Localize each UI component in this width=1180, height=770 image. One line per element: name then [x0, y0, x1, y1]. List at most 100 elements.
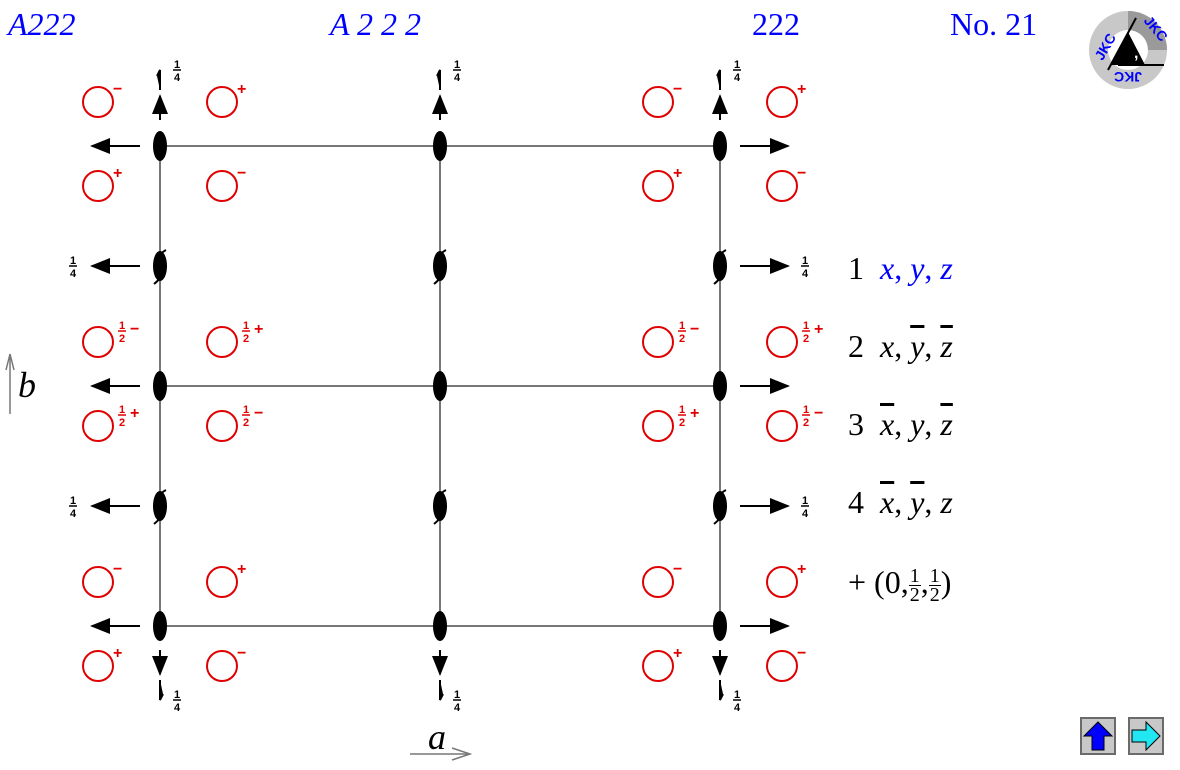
- twofold-axis-icon: [713, 371, 727, 401]
- atom-position: +: [206, 81, 246, 118]
- symmetry-operation-1: 1 x, y, z: [848, 250, 953, 286]
- fraction-label: 12: [118, 320, 126, 345]
- svg-text:4: 4: [70, 268, 77, 280]
- next-button[interactable]: [1128, 717, 1164, 755]
- atom-position: −: [206, 165, 246, 202]
- atom-position: −: [642, 81, 682, 118]
- svg-text:−: −: [797, 645, 806, 662]
- svg-text:−: −: [690, 321, 699, 338]
- svg-text:1: 1: [679, 404, 685, 416]
- fraction-label: 12: [678, 320, 686, 345]
- twofold-screw-axis-icon: [713, 249, 727, 285]
- atom-positions: −+−++−+−12−12+12−12+12+12−12+12−−+−++−+−: [82, 81, 823, 682]
- svg-text:−: −: [673, 561, 682, 578]
- svg-text:1: 1: [734, 689, 740, 701]
- atom-position: +: [642, 645, 682, 682]
- atom-position: −: [766, 645, 806, 682]
- fraction-label: 14: [69, 255, 77, 280]
- vertical-screw-arrow: [159, 680, 164, 701]
- fraction-label: 12: [802, 404, 810, 429]
- atom-position: +: [766, 81, 806, 118]
- svg-text:1: 1: [243, 320, 249, 332]
- symmetry-operation-3: 3 x, y, z: [848, 406, 953, 442]
- svg-text:1: 1: [802, 255, 808, 267]
- fraction-label: 14: [801, 495, 809, 520]
- symmetry-operation-2: 2 x, y, z: [848, 328, 953, 364]
- fraction-label: 14: [453, 689, 461, 714]
- svg-text:+: +: [237, 81, 246, 98]
- atom-position: +: [642, 165, 682, 202]
- svg-text:+: +: [690, 405, 699, 422]
- atom-position: 12−: [82, 320, 139, 358]
- up-arrow-icon: [1082, 721, 1114, 751]
- svg-text:1: 1: [174, 59, 180, 71]
- svg-text:+: +: [814, 321, 823, 338]
- svg-text:−: −: [814, 405, 823, 422]
- svg-text:1: 1: [174, 689, 180, 701]
- svg-text:−: −: [797, 165, 806, 182]
- twofold-axis-icon: [433, 611, 447, 641]
- svg-text:2: 2: [119, 417, 125, 429]
- svg-text:1: 1: [243, 404, 249, 416]
- twofold-axis-icon: [153, 611, 167, 641]
- fraction-label: 14: [173, 689, 181, 714]
- b-axis-arrow: [5, 353, 15, 414]
- atom-position: 12−: [642, 320, 699, 358]
- point-group-symbol: 222: [752, 6, 800, 42]
- up-button[interactable]: [1080, 717, 1116, 755]
- svg-text:+: +: [113, 165, 122, 182]
- svg-text:1: 1: [119, 320, 125, 332]
- space-group-number: No. 21: [950, 6, 1038, 42]
- atom-position: −: [206, 645, 246, 682]
- svg-text:+: +: [237, 561, 246, 578]
- a-axis-label: a: [428, 717, 446, 757]
- svg-text:1: 1: [679, 320, 685, 332]
- b-axis-label: b: [18, 365, 36, 405]
- svg-text:4: 4: [734, 72, 741, 84]
- svg-text:−: −: [113, 561, 122, 578]
- vertical-screw-arrow: [719, 680, 724, 701]
- fraction-label: 12: [118, 404, 126, 429]
- twofold-screw-axis-icon: [433, 249, 447, 285]
- svg-text:+: +: [254, 321, 263, 338]
- fraction-label: 12: [242, 404, 250, 429]
- svg-text:+: +: [797, 561, 806, 578]
- svg-text:JKC: JKC: [1114, 69, 1142, 85]
- svg-text:+: +: [673, 165, 682, 182]
- atom-position: 12+: [642, 404, 699, 442]
- svg-text:1: 1: [70, 495, 76, 507]
- a-axis-arrow: [410, 747, 473, 761]
- svg-text:−: −: [237, 165, 246, 182]
- vertical-screw-arrow: [156, 69, 161, 90]
- svg-text:−: −: [237, 645, 246, 662]
- twofold-axis-icon: [153, 131, 167, 161]
- svg-text:1: 1: [734, 59, 740, 71]
- svg-text:2: 2: [119, 333, 125, 345]
- svg-text:1: 1: [454, 689, 460, 701]
- fraction-label: 14: [801, 255, 809, 280]
- fraction-label: 12: [802, 320, 810, 345]
- jkc-logo-icon[interactable]: , JKC JKC JKC: [1088, 10, 1171, 90]
- svg-text:4: 4: [174, 72, 181, 84]
- fraction-label: 12: [678, 404, 686, 429]
- twofold-screw-axis-icon: [713, 489, 727, 525]
- right-arrow-icon: [1131, 720, 1161, 752]
- atom-position: +: [766, 561, 806, 598]
- vertical-screw-arrow: [436, 69, 441, 90]
- svg-text:4: 4: [174, 702, 181, 714]
- svg-text:4: 4: [802, 508, 809, 520]
- twofold-axis-icon: [433, 371, 447, 401]
- fraction-label: 14: [733, 689, 741, 714]
- full-hm-symbol: A 2 2 2: [330, 6, 421, 42]
- svg-text:1: 1: [802, 495, 808, 507]
- vertical-screw-arrow: [439, 680, 444, 701]
- atom-position: −: [82, 81, 122, 118]
- vertical-screw-arrow: [716, 69, 721, 90]
- atom-position: 12+: [766, 320, 823, 358]
- svg-text:,: ,: [1134, 45, 1138, 62]
- svg-text:2: 2: [679, 417, 685, 429]
- twofold-axis-icon: [153, 371, 167, 401]
